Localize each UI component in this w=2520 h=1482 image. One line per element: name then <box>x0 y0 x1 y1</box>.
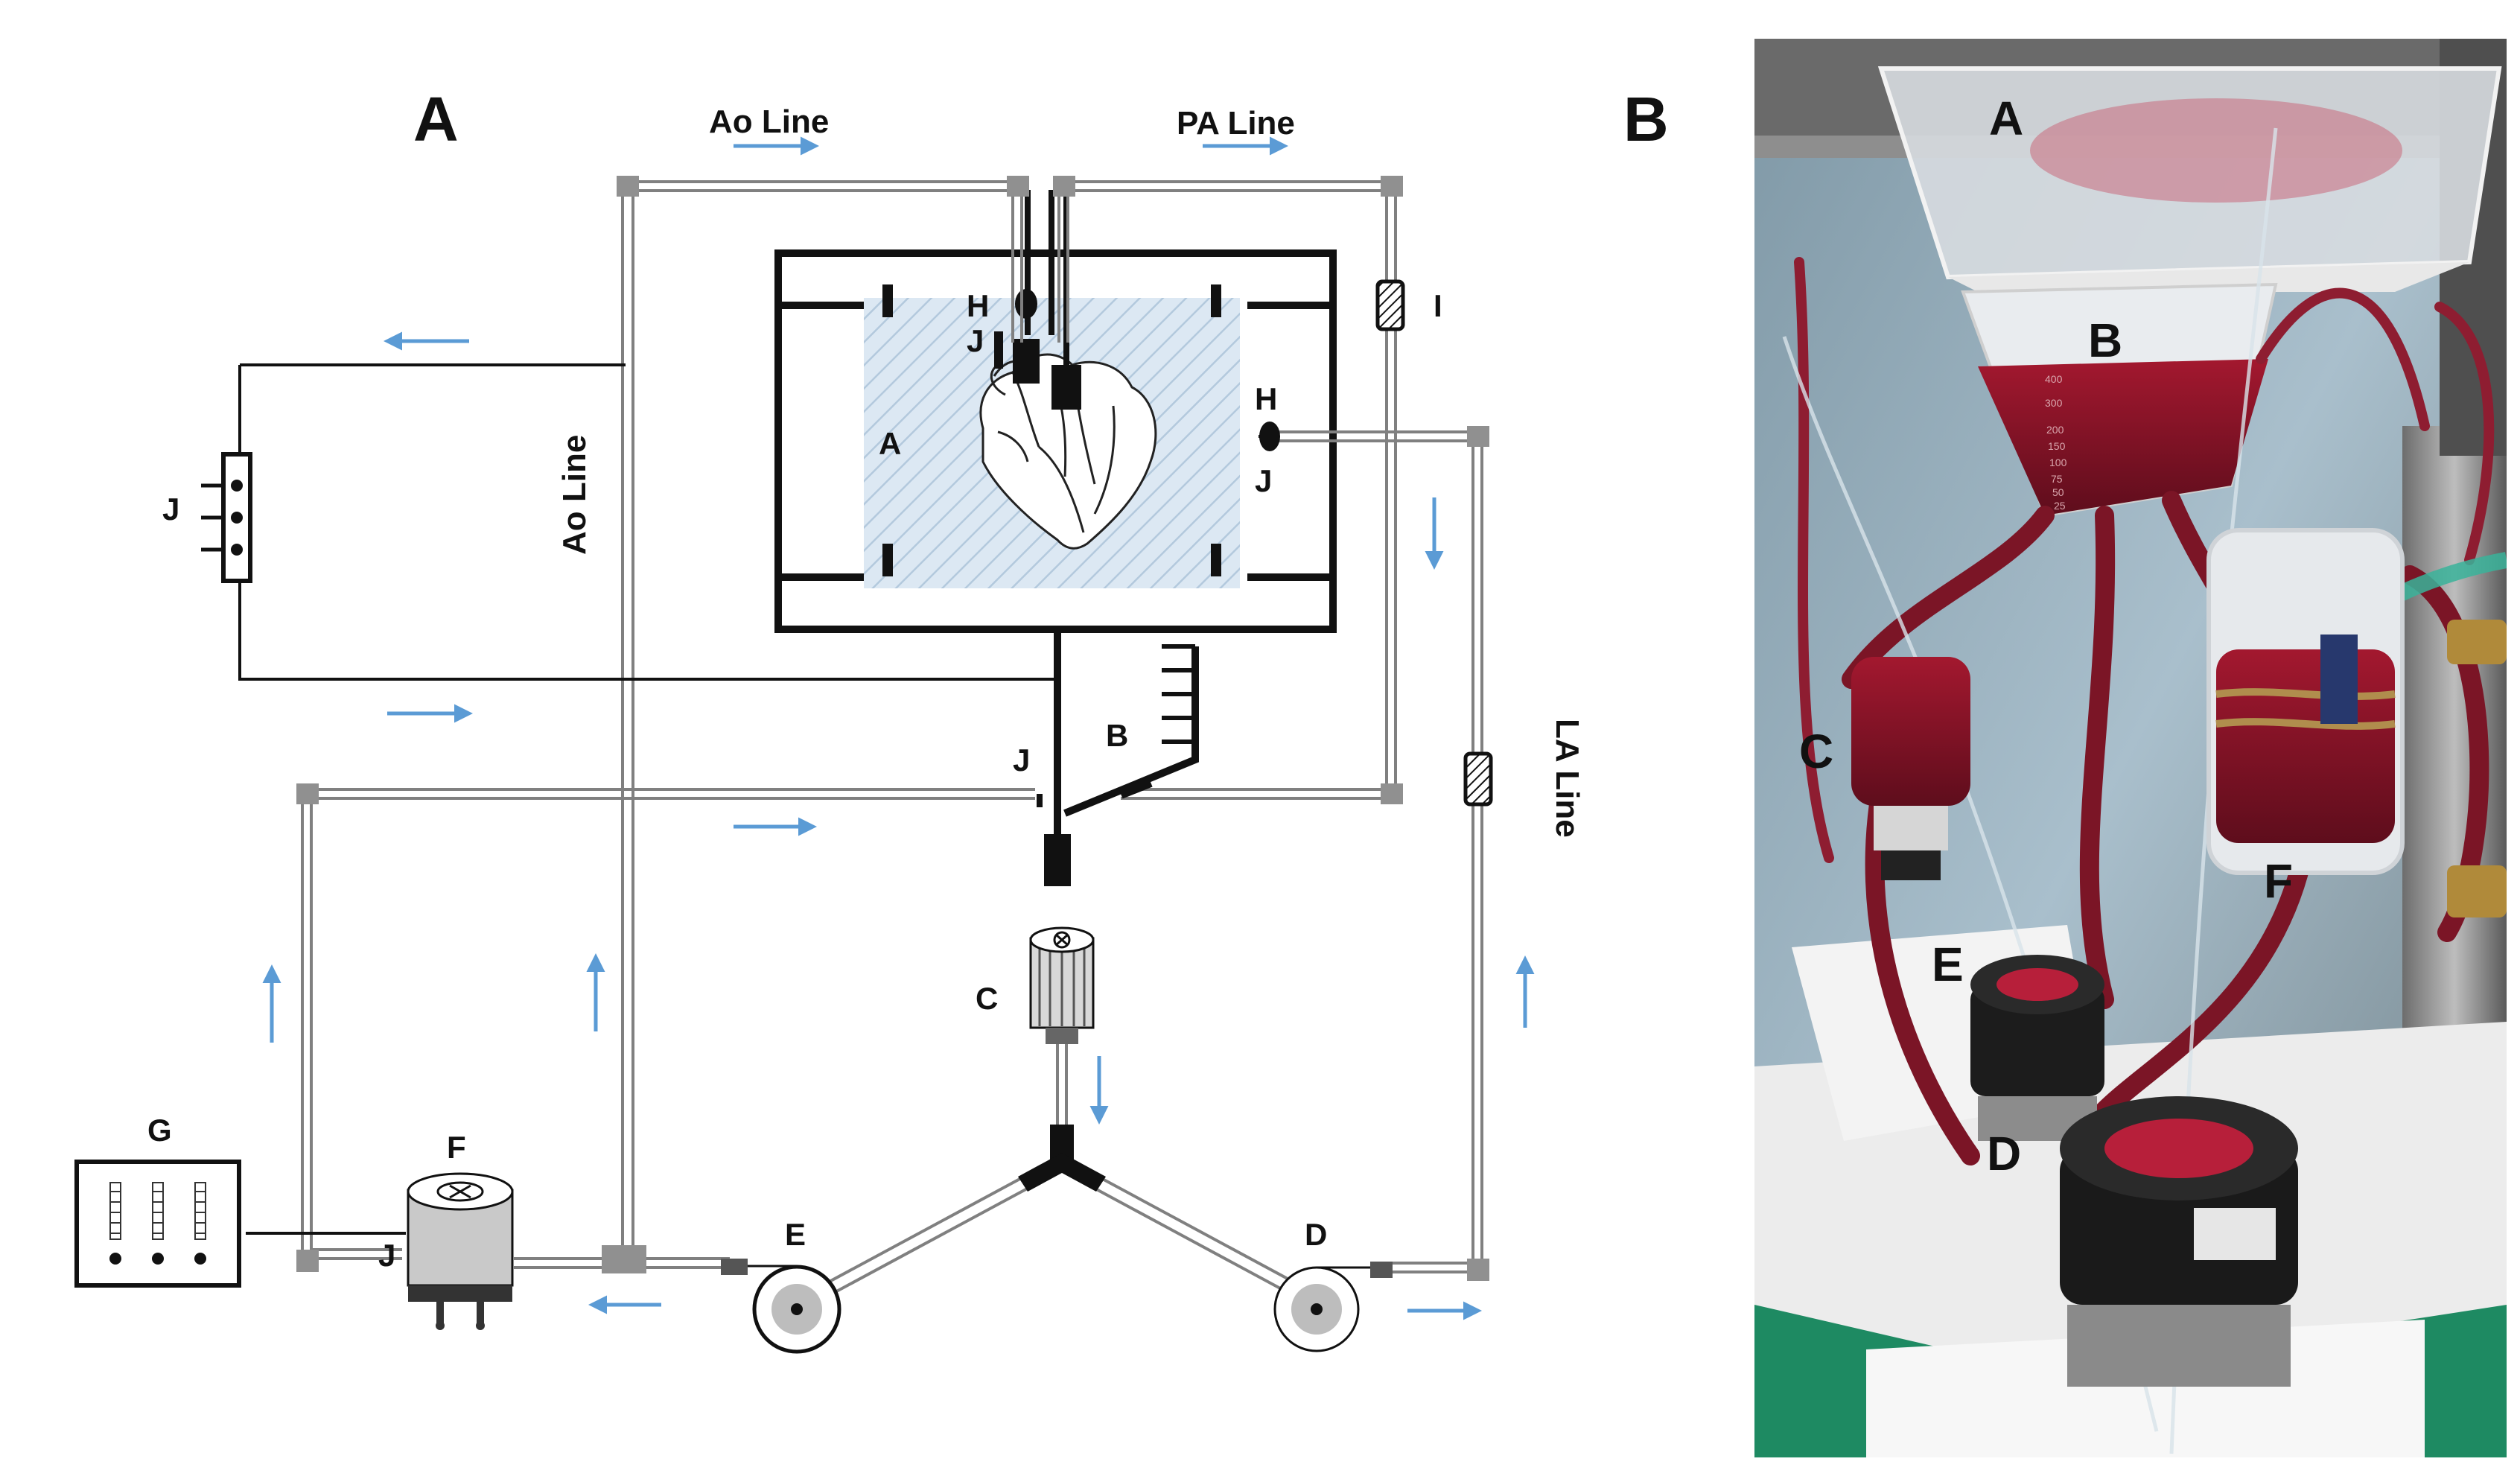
label-j-sensor: J <box>162 492 179 527</box>
reservoir-scale-1: 400 <box>2045 373 2063 385</box>
photo-pump-e <box>1970 955 2104 1141</box>
pressure-transducer-bank <box>201 452 252 583</box>
inline-device-la <box>1463 751 1493 807</box>
label-h-top: H <box>967 288 989 323</box>
label-j-drain: J <box>1013 742 1030 777</box>
y-splitter <box>1018 1125 1106 1192</box>
label-f-oxygenator: F <box>447 1130 466 1165</box>
label-i-trap: I <box>1434 288 1442 323</box>
ao-line-top-label: Ao Line <box>709 104 829 140</box>
tube-connectors <box>296 176 1489 1281</box>
pa-line-top-label: PA Line <box>1177 105 1295 141</box>
circuit-photo: 400 300 200 150 100 75 50 25 <box>1754 39 2507 1457</box>
reservoir-c <box>1029 926 1095 1044</box>
drain-column <box>1054 629 1199 834</box>
photo-label-e: E <box>1932 938 1964 991</box>
panel-a-letter: A <box>413 84 459 154</box>
photo-label-d: D <box>1987 1127 2022 1180</box>
h-connector-right <box>1259 422 1280 451</box>
reservoir-scale-7: 50 <box>2052 486 2064 498</box>
photo-oxygenator-f <box>2206 528 2405 875</box>
pump-d <box>1273 1266 1370 1352</box>
reservoir-scale-4: 150 <box>2048 440 2066 452</box>
photo-label-c: C <box>1799 725 1834 778</box>
label-d-pump: D <box>1305 1217 1327 1252</box>
bubble-trap-i <box>1375 279 1405 331</box>
la-line-vertical-label: LA Line <box>1549 719 1585 838</box>
label-g-blender: G <box>147 1113 172 1148</box>
reservoir-scale-5: 100 <box>2049 457 2067 468</box>
label-b-column: B <box>1106 718 1128 753</box>
drain-connector <box>1044 834 1071 886</box>
label-h-right: H <box>1255 381 1277 416</box>
panel-b-letter: B <box>1623 84 1669 154</box>
circuit-diagram: Ao Line PA Line Ao Line LA Line A B C D … <box>74 104 1585 1354</box>
photo-reservoir-c <box>1851 657 1970 880</box>
gas-blender-g <box>74 1160 241 1288</box>
label-j-right: J <box>1255 463 1272 498</box>
label-j-top: J <box>967 323 984 358</box>
reservoir-scale-2: 300 <box>2045 397 2063 409</box>
photo-label-f: F <box>2264 854 2294 908</box>
reservoir-scale-8: 25 <box>2054 500 2066 512</box>
ao-line-vertical-label: Ao Line <box>556 435 593 555</box>
photo-illustration: 400 300 200 150 100 75 50 25 <box>1754 39 2507 1457</box>
oxygenator-f <box>407 1172 514 1330</box>
photo-label-b: B <box>2088 314 2123 367</box>
flow-arrows <box>262 136 1535 1320</box>
reservoir-scale-3: 200 <box>2046 424 2064 436</box>
photo-label-a: A <box>1989 92 2024 145</box>
pump-e <box>748 1265 841 1354</box>
label-j-oxygenator: J <box>378 1238 395 1273</box>
label-a-chamber: A <box>879 426 901 461</box>
photo-pump-d <box>2060 1096 2298 1387</box>
label-e-pump: E <box>785 1217 806 1252</box>
reservoir-scale-6: 75 <box>2051 473 2063 485</box>
label-c-reservoir: C <box>976 981 998 1016</box>
